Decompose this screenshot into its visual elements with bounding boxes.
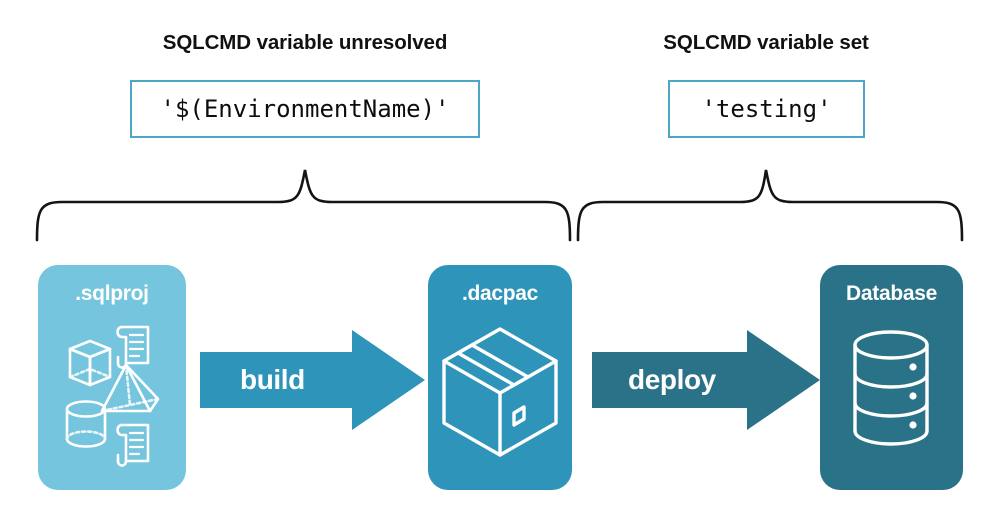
arrow-build-label: build xyxy=(240,364,305,395)
artifact-card-sqlproj: .sqlproj xyxy=(38,265,186,490)
artifact-card-label-database: Database xyxy=(846,282,937,305)
arrow-deploy-label: deploy xyxy=(628,364,716,395)
variable-value-box-left: '$(EnvironmentName)' xyxy=(130,80,480,138)
database-cylinder-icon xyxy=(853,330,929,446)
variable-value-right: 'testing' xyxy=(701,95,832,123)
arrow-build-shape xyxy=(200,330,425,430)
package-box-icon xyxy=(442,327,558,457)
cube-icon xyxy=(68,339,112,387)
group-heading-left: SQLCMD variable unresolved xyxy=(162,31,448,54)
dacpac-icon-wrap xyxy=(442,327,558,457)
database-status-dots xyxy=(909,363,917,429)
scroll-icon xyxy=(116,325,150,369)
artifact-card-dacpac: .dacpac xyxy=(428,265,572,490)
variable-value-box-right: 'testing' xyxy=(668,80,865,138)
variable-value-left: '$(EnvironmentName)' xyxy=(160,95,450,123)
scroll-icon xyxy=(116,423,150,467)
cylinder-icon xyxy=(65,400,107,448)
arrow-build: build xyxy=(200,330,425,430)
database-icon-wrap xyxy=(853,330,929,446)
arrow-deploy: deploy xyxy=(592,330,820,430)
pyramid-icon xyxy=(100,363,160,413)
artifact-card-database: Database xyxy=(820,265,963,490)
sqlproj-icon-cluster xyxy=(65,325,160,467)
group-heading-right: SQLCMD variable set xyxy=(663,31,869,54)
brace-group xyxy=(35,169,964,242)
artifact-card-label-sqlproj: .sqlproj xyxy=(75,282,149,305)
curly-brace-left xyxy=(35,169,572,242)
artifact-card-label-dacpac: .dacpac xyxy=(461,282,539,305)
arrow-deploy-shape xyxy=(592,330,820,430)
curly-brace-right xyxy=(576,169,964,242)
